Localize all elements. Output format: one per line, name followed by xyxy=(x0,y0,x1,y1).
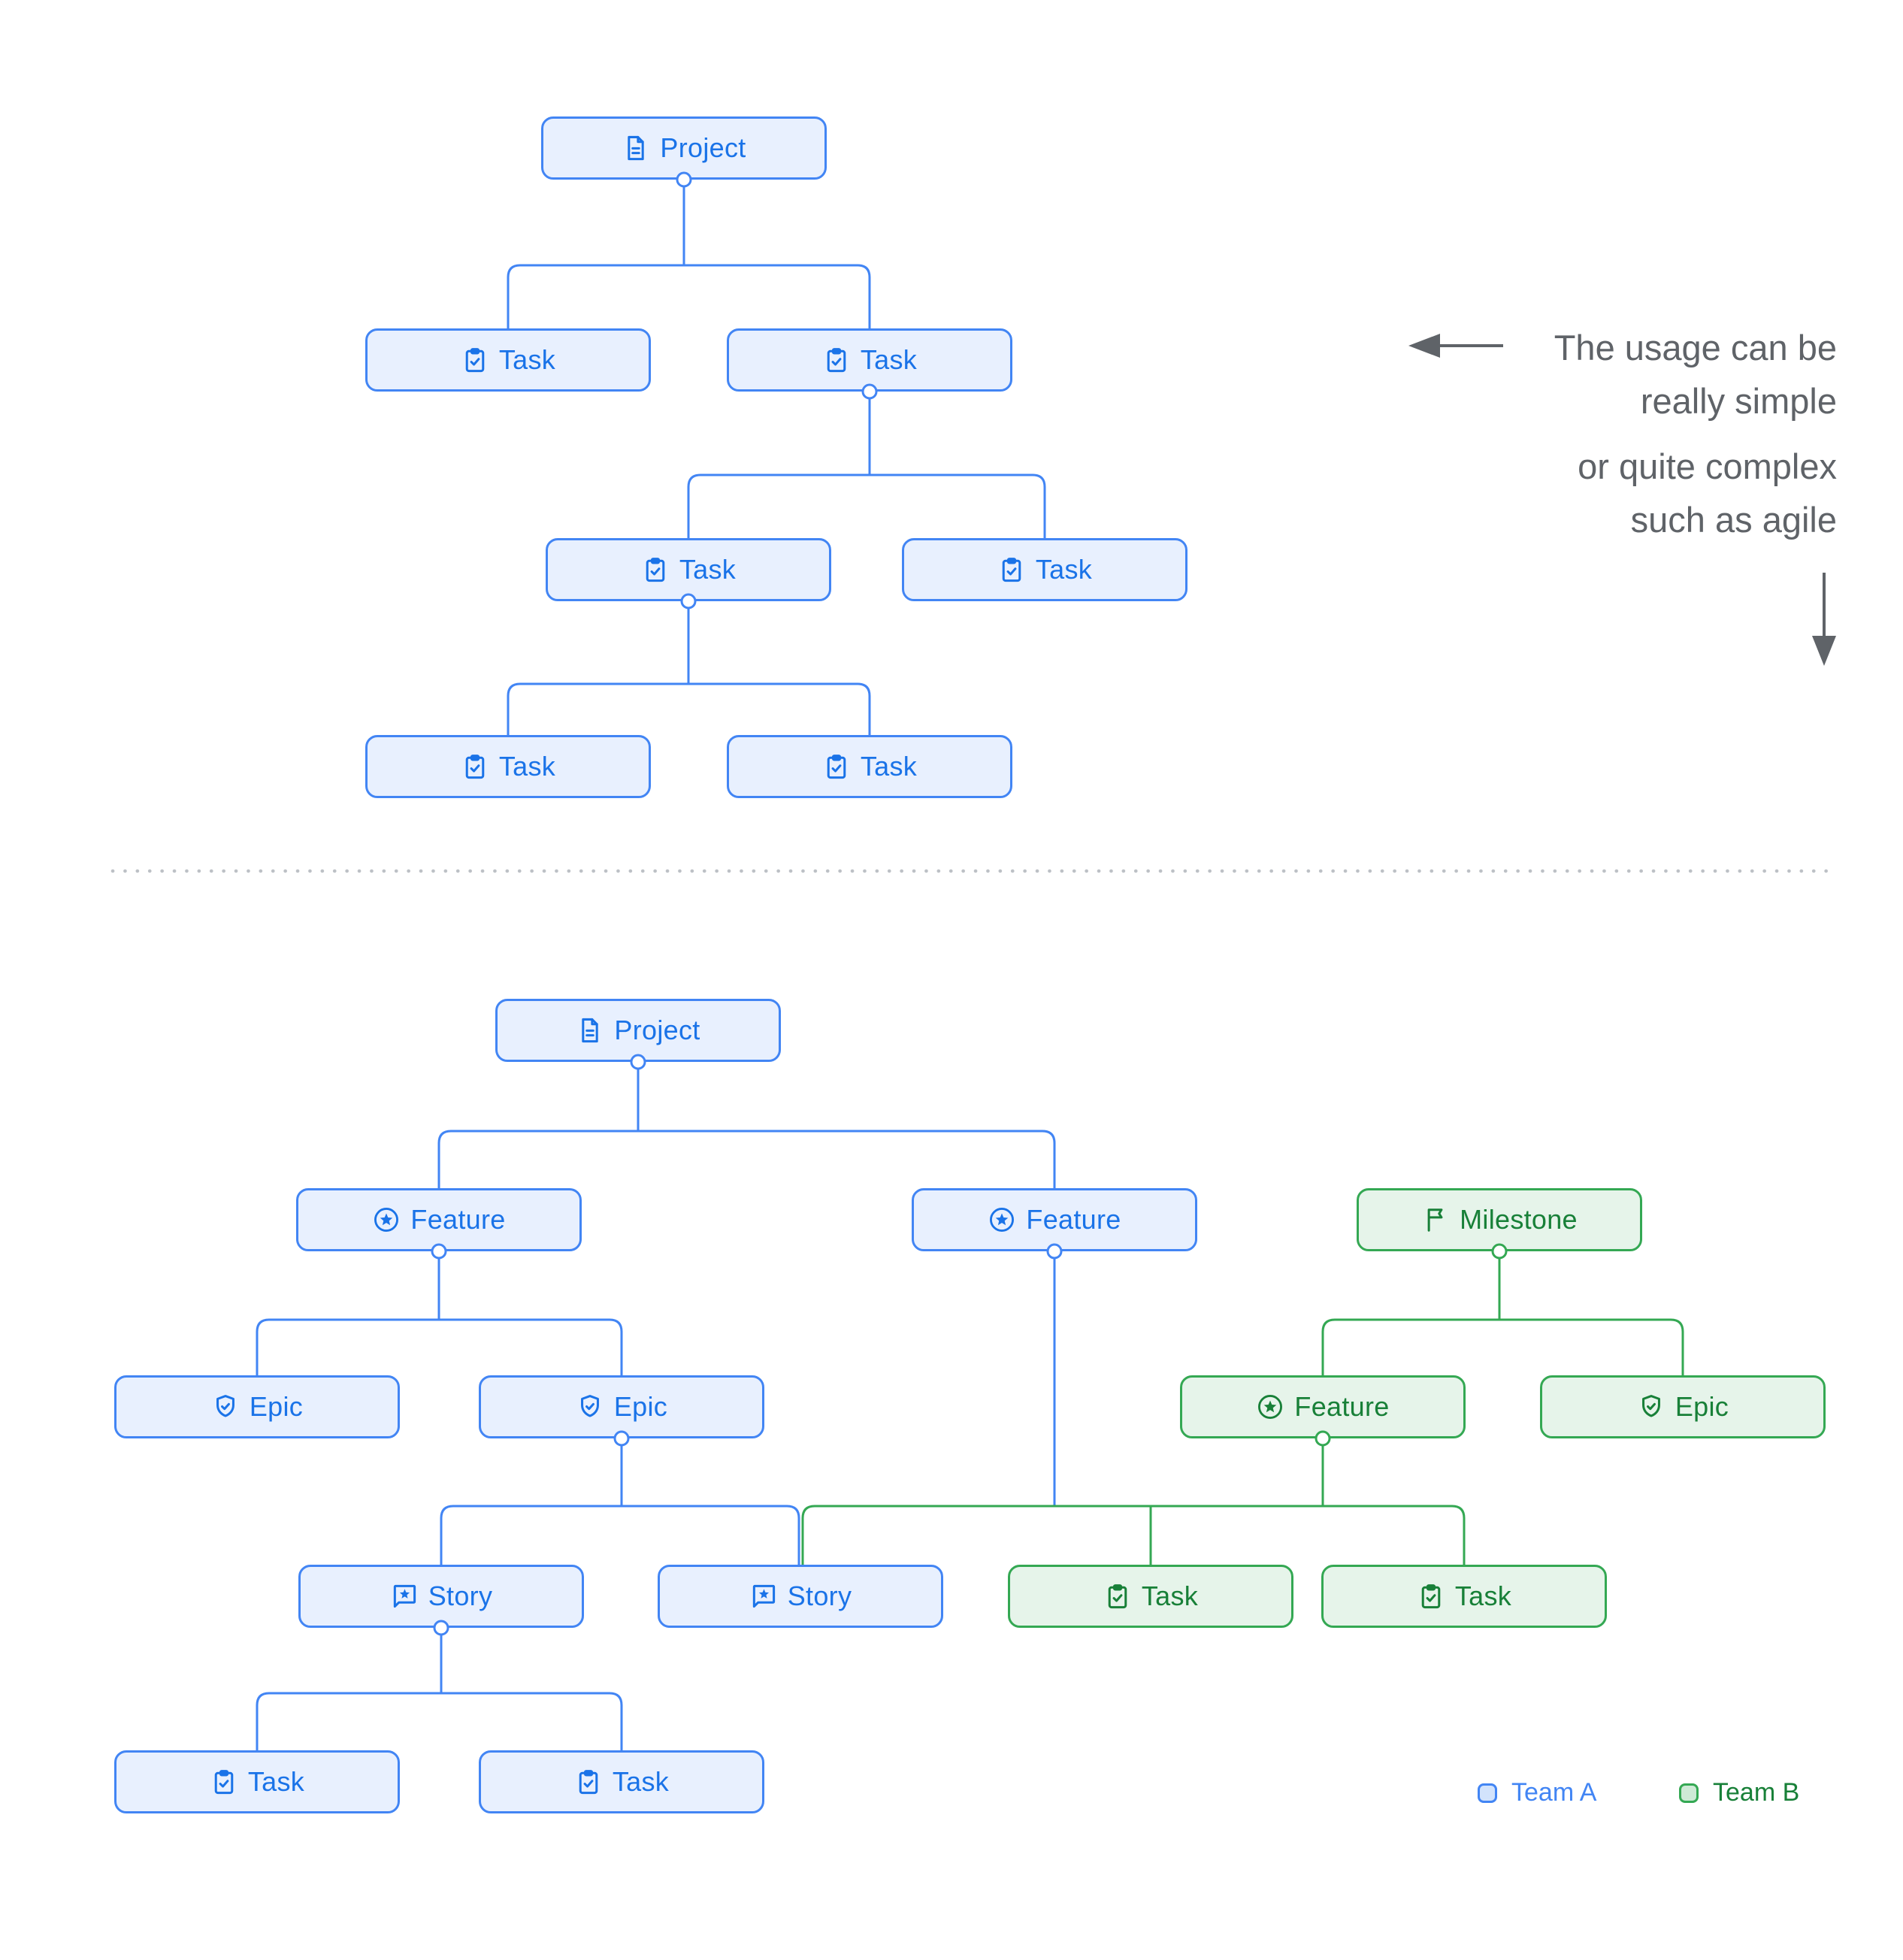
node-project[interactable]: Project xyxy=(495,999,781,1062)
feature-icon xyxy=(372,1205,401,1234)
node-feature[interactable]: Feature xyxy=(912,1188,1197,1251)
node-label: Story xyxy=(428,1580,493,1611)
team-a-swatch-icon xyxy=(1478,1783,1497,1803)
node-label: Epic xyxy=(249,1391,304,1422)
node-task[interactable]: Task xyxy=(1008,1565,1293,1628)
node-story[interactable]: Story xyxy=(298,1565,584,1628)
node-story[interactable]: Story xyxy=(658,1565,943,1628)
node-task[interactable]: Task xyxy=(1321,1565,1607,1628)
node-label: Task xyxy=(1454,1580,1512,1611)
annotation-line: The usage can be xyxy=(1554,328,1837,368)
task-icon xyxy=(461,346,489,374)
node-label: Epic xyxy=(613,1391,668,1422)
milestone-icon xyxy=(1421,1205,1450,1234)
annotation-paragraph: or quite complex such as agile xyxy=(1311,440,1837,546)
node-label: Task xyxy=(247,1766,305,1797)
annotation-line: or quite complex xyxy=(1578,446,1837,486)
legend-label: Team A xyxy=(1511,1778,1597,1807)
epic-icon xyxy=(576,1393,604,1421)
task-icon xyxy=(641,555,670,584)
node-milestone[interactable]: Milestone xyxy=(1357,1188,1642,1251)
story-icon xyxy=(749,1582,778,1611)
node-label: Story xyxy=(787,1580,852,1611)
node-label: Task xyxy=(1035,554,1093,585)
task-icon xyxy=(210,1768,238,1796)
node-label: Feature xyxy=(410,1204,506,1235)
annotation-line: such as agile xyxy=(1630,500,1837,540)
node-feature[interactable]: Feature xyxy=(1180,1375,1466,1438)
node-label: Project xyxy=(614,1015,700,1045)
node-task[interactable]: Task xyxy=(727,735,1012,798)
epic-icon xyxy=(1637,1393,1666,1421)
legend-item-team-b: Team B xyxy=(1679,1778,1799,1807)
document-icon xyxy=(576,1016,604,1045)
annotation-text: The usage can be really simple or quite c… xyxy=(1311,321,1837,546)
task-icon xyxy=(822,346,851,374)
node-task[interactable]: Task xyxy=(365,328,651,392)
node-task[interactable]: Task xyxy=(727,328,1012,392)
epic-icon xyxy=(211,1393,240,1421)
node-task[interactable]: Task xyxy=(902,538,1187,601)
task-icon xyxy=(574,1768,603,1796)
task-icon xyxy=(1103,1582,1132,1611)
node-task[interactable]: Task xyxy=(479,1750,764,1813)
node-label: Feature xyxy=(1026,1204,1121,1235)
story-icon xyxy=(390,1582,419,1611)
node-label: Task xyxy=(679,554,737,585)
legend-item-team-a: Team A xyxy=(1478,1778,1596,1807)
annotation-line: really simple xyxy=(1640,381,1837,421)
node-label: Task xyxy=(612,1766,670,1797)
node-label: Task xyxy=(860,751,918,782)
node-label: Task xyxy=(860,344,918,375)
node-label: Milestone xyxy=(1460,1204,1578,1235)
node-label: Task xyxy=(1141,1580,1199,1611)
node-task[interactable]: Task xyxy=(546,538,831,601)
node-epic[interactable]: Epic xyxy=(479,1375,764,1438)
node-label: Task xyxy=(498,751,556,782)
node-epic[interactable]: Epic xyxy=(114,1375,400,1438)
node-task[interactable]: Task xyxy=(114,1750,400,1813)
node-epic[interactable]: Epic xyxy=(1540,1375,1826,1438)
node-feature[interactable]: Feature xyxy=(296,1188,582,1251)
feature-icon xyxy=(1256,1393,1284,1421)
legend-label: Team B xyxy=(1713,1778,1800,1807)
feature-icon xyxy=(988,1205,1016,1234)
node-label: Project xyxy=(660,132,746,163)
node-label: Task xyxy=(498,344,556,375)
node-project[interactable]: Project xyxy=(541,116,827,180)
team-b-swatch-icon xyxy=(1679,1783,1699,1803)
task-icon xyxy=(997,555,1026,584)
node-label: Feature xyxy=(1294,1391,1390,1422)
document-icon xyxy=(622,134,650,162)
node-task[interactable]: Task xyxy=(365,735,651,798)
node-label: Epic xyxy=(1675,1391,1729,1422)
task-icon xyxy=(461,752,489,781)
annotation-paragraph: The usage can be really simple xyxy=(1311,321,1837,428)
task-icon xyxy=(1417,1582,1445,1611)
task-icon xyxy=(822,752,851,781)
